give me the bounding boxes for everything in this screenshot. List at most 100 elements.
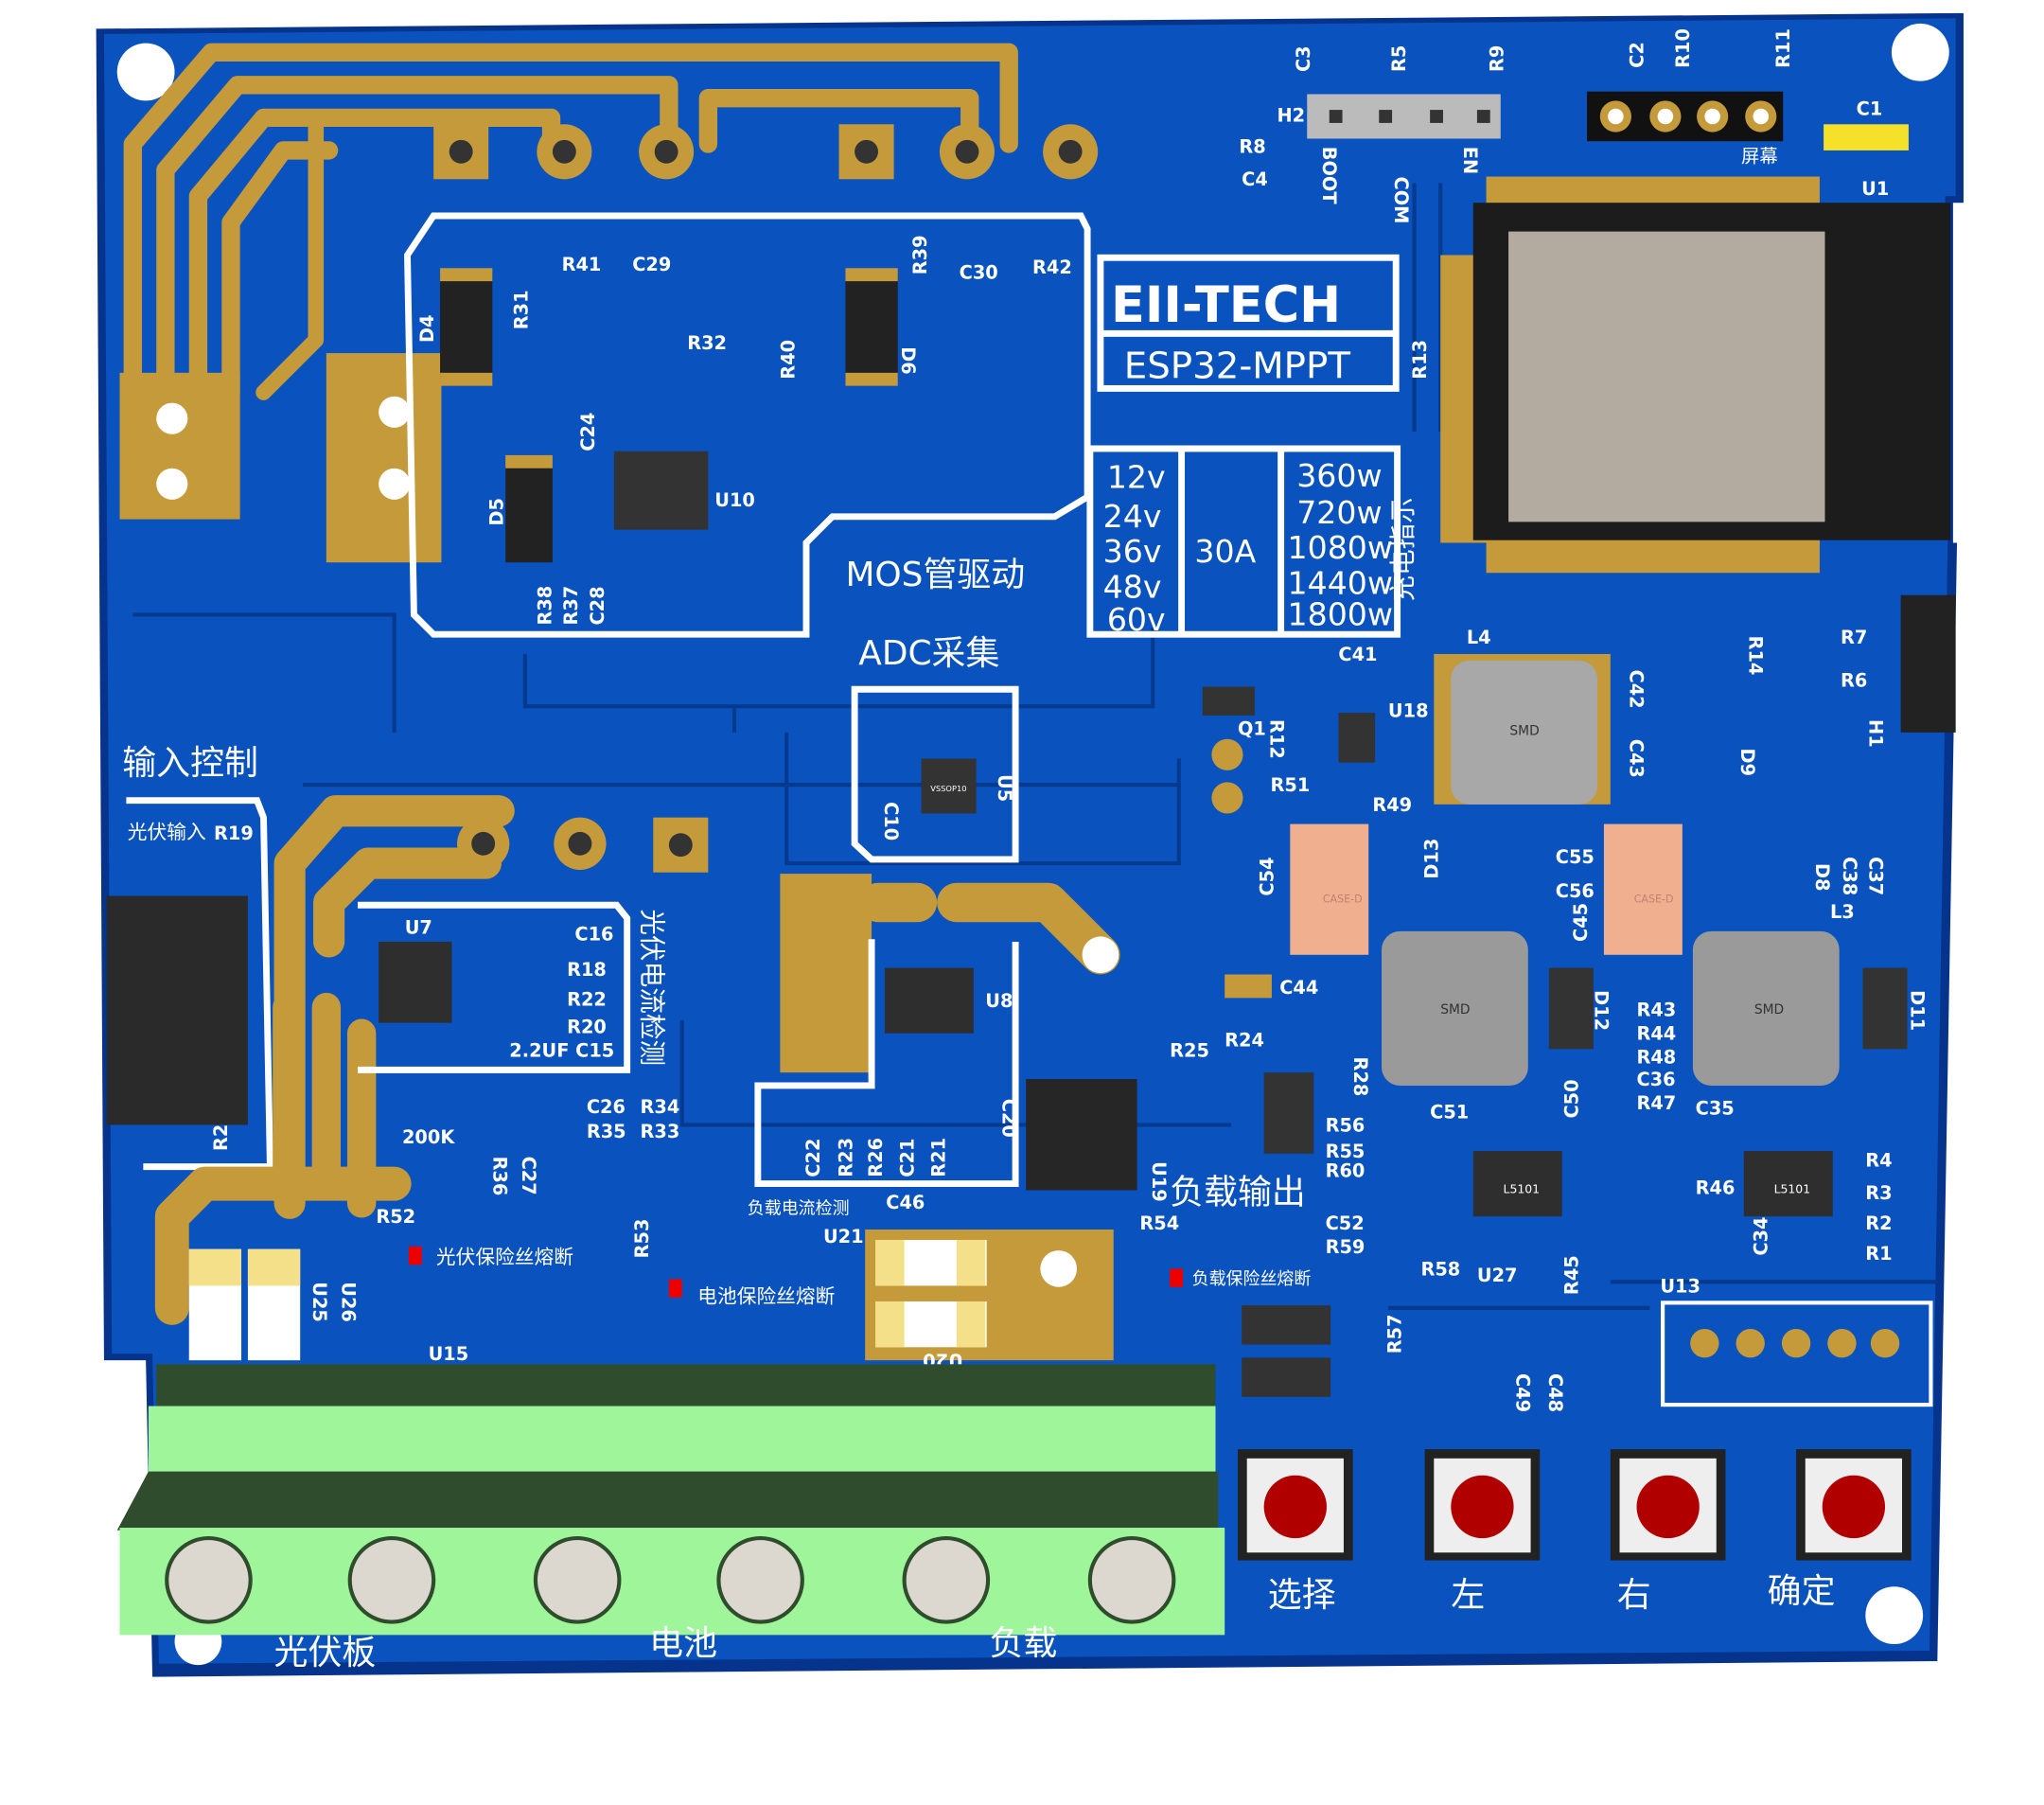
mosfet-u19 xyxy=(1026,1079,1137,1191)
ref-label: R51 xyxy=(1271,774,1311,796)
header-h1 xyxy=(1900,594,1956,733)
voltage-36v: 36v xyxy=(1103,533,1162,570)
via-hole xyxy=(1082,936,1119,974)
inductor-marking: SMD xyxy=(1440,1002,1470,1018)
inductor-l5 xyxy=(1382,930,1528,1086)
ref-label: R2 xyxy=(1865,1212,1892,1234)
charge-indicator-label: 充电指示 xyxy=(1387,497,1418,602)
mounting-hole xyxy=(1891,23,1949,81)
load-output-label: 负载输出 xyxy=(1170,1173,1306,1212)
ref-label: R48 xyxy=(1636,1046,1676,1068)
ref-label: R44 xyxy=(1636,1023,1676,1045)
brand-logo: EII-TECH xyxy=(1111,276,1341,334)
ref-label: U26 xyxy=(337,1282,359,1322)
ref-label: C34 xyxy=(1751,1217,1772,1256)
power-1440w: 1440w xyxy=(1288,564,1393,601)
ref-label: R35 xyxy=(587,1121,626,1142)
ref-label: U8 xyxy=(985,990,1013,1012)
fuse-holders-left xyxy=(188,1248,301,1361)
ref-label: C38 xyxy=(1839,857,1860,895)
button-left-label: 左 xyxy=(1451,1576,1485,1615)
via-hole xyxy=(156,402,188,434)
terminal-screws xyxy=(165,1536,1176,1624)
ref-label: U27 xyxy=(1477,1265,1518,1286)
ref-label: R5 xyxy=(1388,45,1410,72)
esp32-module xyxy=(1440,176,1951,574)
led-battery-fuse xyxy=(668,1279,682,1298)
mos-driver-components xyxy=(440,268,898,563)
ref-label: D12 xyxy=(1590,990,1612,1031)
ref-label: R33 xyxy=(640,1121,679,1142)
battery-fuse-label: 电池保险丝熔断 xyxy=(697,1284,835,1307)
screen-label: 屏幕 xyxy=(1741,145,1778,167)
ref-label: U7 xyxy=(405,917,432,939)
com-label: COM xyxy=(1390,177,1412,224)
diode-d14 xyxy=(1263,1072,1314,1154)
ref-label: L4 xyxy=(1467,627,1491,648)
model-label: ESP32-MPPT xyxy=(1124,345,1351,387)
current-rating: 30A xyxy=(1194,533,1256,570)
ref-label: D11 xyxy=(1907,990,1929,1031)
ref-label: R24 xyxy=(1225,1030,1264,1052)
ref-label: C54 xyxy=(1256,857,1278,895)
ref-label: R25 xyxy=(1170,1040,1209,1062)
button-left[interactable] xyxy=(1424,1449,1541,1561)
screw-icon xyxy=(165,1536,253,1624)
ref-label: R20 xyxy=(567,1017,607,1038)
button-right-label: 右 xyxy=(1617,1576,1651,1615)
ref-label: R43 xyxy=(1636,1000,1676,1021)
voltage-48v: 48v xyxy=(1103,569,1162,606)
screw-icon xyxy=(347,1536,436,1624)
ref-label: R3 xyxy=(1865,1182,1892,1204)
chip-u27 xyxy=(1472,1151,1562,1217)
led-c1 xyxy=(1824,124,1909,150)
ref-label: D9 xyxy=(1736,748,1758,776)
ref-label: C4 xyxy=(1242,168,1268,190)
ref-label: R21 xyxy=(927,1138,949,1177)
terminal-label-battery: 电池 xyxy=(649,1624,717,1663)
transistor-q1 xyxy=(1202,686,1255,716)
ref-label: R56 xyxy=(1326,1114,1366,1136)
ref-label: C37 xyxy=(1864,857,1886,895)
button-right[interactable] xyxy=(1610,1449,1726,1561)
ref-label: R55 xyxy=(1326,1141,1366,1162)
ref-label: R37 xyxy=(560,586,582,626)
ref-label: R60 xyxy=(1326,1160,1366,1182)
screw-icon xyxy=(902,1536,991,1624)
ref-label: C45 xyxy=(1570,903,1592,942)
ref-label: D4 xyxy=(416,315,438,344)
ref-label: R52 xyxy=(376,1206,415,1228)
voltage-60v: 60v xyxy=(1107,601,1166,638)
ref-label: R42 xyxy=(1032,257,1072,278)
ref-label: U15 xyxy=(429,1343,469,1365)
ref-label: C55 xyxy=(1556,846,1595,868)
load-current-outline xyxy=(754,939,1019,1188)
ref-label: R36 xyxy=(489,1157,511,1196)
ref-label: R57 xyxy=(1384,1314,1406,1354)
ref-label: R34 xyxy=(640,1096,679,1118)
load-current-label: 负载电流检测 xyxy=(748,1198,850,1218)
via-hole xyxy=(379,396,411,428)
through-hole-pads xyxy=(433,124,1099,180)
ref-label: R6 xyxy=(1841,669,1867,691)
button-select[interactable] xyxy=(1238,1449,1353,1561)
button-confirm[interactable] xyxy=(1796,1449,1912,1561)
led-load-fuse xyxy=(1170,1268,1183,1287)
cap-c54 xyxy=(1290,823,1369,955)
ref-label: R40 xyxy=(778,340,800,380)
ref-label: R14 xyxy=(1744,636,1766,676)
ref-label: D6 xyxy=(897,346,919,374)
ref-label: R12 xyxy=(1266,719,1288,759)
pv-current-label: 光伏电流检测 xyxy=(636,909,667,1066)
ref-label: C3 xyxy=(1293,45,1314,72)
ref-label: C42 xyxy=(1626,670,1648,709)
input-control-label: 输入控制 xyxy=(122,744,258,783)
power-720w: 720w xyxy=(1296,494,1382,531)
ref-label: U25 xyxy=(308,1282,330,1322)
u13-outline xyxy=(1661,1301,1933,1407)
ref-label: R39 xyxy=(909,235,931,274)
ref-label: R19 xyxy=(214,823,254,844)
terminal-label-load: 负载 xyxy=(989,1624,1057,1663)
ref-label: Q1 xyxy=(1238,718,1266,740)
